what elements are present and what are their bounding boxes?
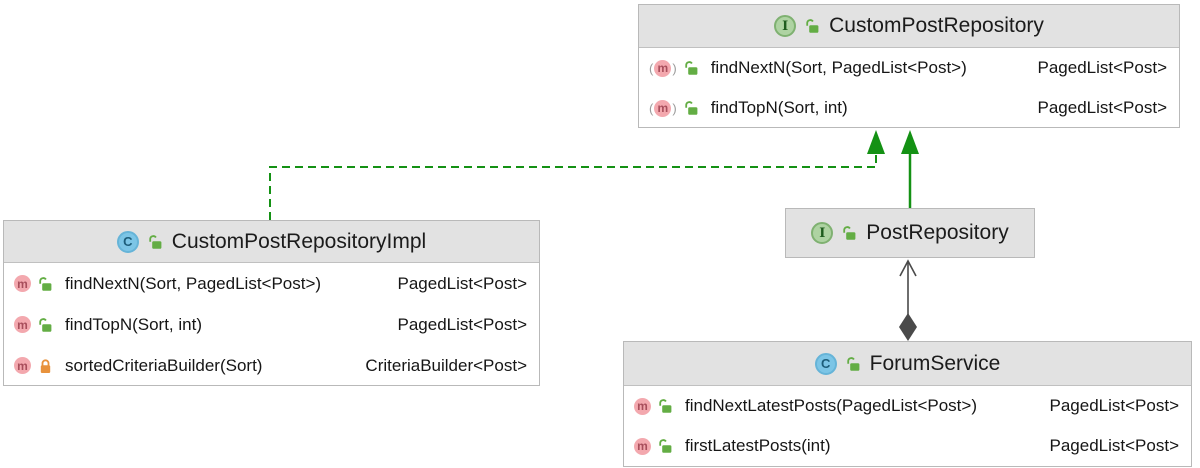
method-return-type: PagedList<Post> [397, 314, 527, 334]
interface-icon: I [774, 15, 797, 37]
method-return-type: PagedList<Post> [1049, 396, 1179, 415]
public-lock-icon [148, 234, 163, 250]
node-header: C ForumService [624, 342, 1191, 386]
class-icon: C [116, 230, 139, 253]
method-signature: findNextLatestPosts(PagedList<Post>) [685, 396, 977, 415]
public-lock-icon [684, 100, 699, 116]
node-header: C CustomPostRepositoryImpl [4, 221, 539, 263]
public-lock-icon [805, 18, 820, 34]
public-lock-icon [658, 398, 673, 414]
public-lock-icon [684, 60, 699, 76]
method-icon: m [14, 316, 31, 333]
edge-aggregation-forumservice-to-postrepository[interactable] [899, 259, 917, 341]
class-title: PostRepository [866, 221, 1009, 244]
method-row[interactable]: m sortedCriteriaBuilder(Sort) CriteriaBu… [4, 345, 539, 386]
method-signature: findTopN(Sort, int) [65, 314, 202, 334]
public-lock-icon [38, 317, 53, 333]
method-return-type: PagedList<Post> [1037, 98, 1167, 117]
method-row[interactable]: m findTopN(Sort, int) PagedList<Post> [4, 304, 539, 345]
class-node-custompostrepository[interactable]: I CustomPostRepository (m) findNextN(Sor… [638, 4, 1180, 128]
method-icon: m [634, 397, 651, 415]
method-row[interactable]: m findNextLatestPosts(PagedList<Post>) P… [624, 386, 1191, 426]
method-signature: findNextN(Sort, PagedList<Post>) [710, 58, 967, 77]
method-signature: findNextN(Sort, PagedList<Post>) [65, 273, 322, 293]
private-lock-icon [38, 358, 53, 374]
abstract-method-icon: (m) [649, 59, 677, 77]
method-return-type: PagedList<Post> [1037, 58, 1167, 77]
class-node-forumservice[interactable]: C ForumService m findNextLatestPosts(Pag… [623, 341, 1192, 467]
class-icon: C [814, 352, 837, 375]
method-signature: findTopN(Sort, int) [710, 98, 848, 117]
class-node-custompostrepositoryimpl[interactable]: C CustomPostRepositoryImpl m findNextN(S… [3, 220, 540, 386]
method-return-type: CriteriaBuilder<Post> [365, 355, 527, 375]
method-row[interactable]: m firstLatestPosts(int) PagedList<Post> [624, 426, 1191, 466]
node-header: I CustomPostRepository [639, 5, 1179, 48]
method-icon: m [14, 357, 31, 374]
class-title: ForumService [869, 351, 1001, 375]
method-signature: sortedCriteriaBuilder(Sort) [65, 355, 263, 375]
node-header: I PostRepository [786, 209, 1034, 257]
edge-realization-impl-to-custompostrepository[interactable] [269, 130, 885, 220]
class-title: CustomPostRepository [829, 14, 1044, 37]
method-icon: m [14, 275, 31, 292]
method-return-type: PagedList<Post> [1049, 436, 1179, 455]
class-title: CustomPostRepositoryImpl [171, 229, 427, 253]
public-lock-icon [846, 356, 861, 372]
method-return-type: PagedList<Post> [397, 273, 527, 293]
interface-icon: I [811, 222, 834, 244]
method-row[interactable]: (m) findTopN(Sort, int) PagedList<Post> [639, 88, 1179, 128]
method-row[interactable]: m findNextN(Sort, PagedList<Post>) Paged… [4, 263, 539, 304]
public-lock-icon [38, 276, 53, 292]
class-node-postrepository[interactable]: I PostRepository [785, 208, 1035, 258]
edge-generalization-postrepository-to-custompostrepository[interactable] [901, 130, 919, 208]
method-icon: m [634, 437, 651, 455]
method-signature: firstLatestPosts(int) [685, 436, 831, 455]
abstract-method-icon: (m) [649, 99, 677, 117]
public-lock-icon [842, 225, 857, 241]
public-lock-icon [658, 438, 673, 454]
method-row[interactable]: (m) findNextN(Sort, PagedList<Post>) Pag… [639, 48, 1179, 88]
